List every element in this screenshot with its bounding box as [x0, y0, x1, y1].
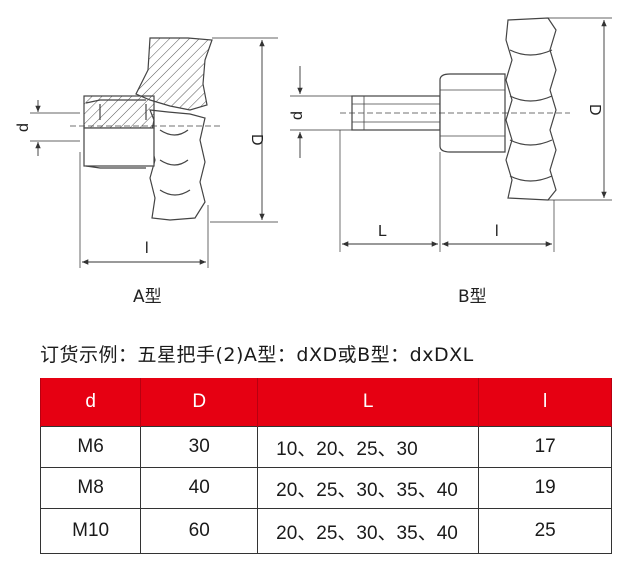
table-row: M6 30 10、20、25、30 17: [39, 426, 612, 468]
cell-L: 20、25、30、35、40: [257, 508, 480, 554]
dim-a-d-label: d: [15, 123, 32, 132]
cell-L: 10、20、25、30: [257, 426, 480, 468]
header-d: d: [39, 378, 142, 427]
cell-l: 19: [478, 467, 612, 509]
type-a-dimensions: [30, 37, 278, 265]
type-b-drawing: [340, 17, 570, 201]
cell-l: 25: [478, 508, 612, 554]
table-row: M8 40 20、25、30、35、40 19: [39, 467, 612, 509]
header-D: D: [140, 378, 259, 427]
technical-drawing: d D l A型 d D L l B型: [15, 17, 612, 307]
cell-D: 60: [140, 508, 259, 554]
dim-b-l-label: l: [495, 223, 499, 240]
table-row: M10 60 20、25、30、35、40 25: [39, 508, 612, 554]
cell-l: 17: [478, 426, 612, 468]
type-a-caption: A型: [133, 287, 162, 307]
cell-L: 20、25、30、35、40: [257, 467, 480, 509]
cell-D: 30: [140, 426, 259, 468]
dim-b-L-label: L: [378, 223, 387, 240]
type-a-drawing: [70, 37, 220, 268]
type-b-dimensions: [290, 17, 612, 252]
type-b-caption: B型: [458, 287, 487, 307]
cell-d: M6: [39, 426, 142, 468]
dim-b-D-label: D: [586, 104, 603, 116]
dim-a-D-label: D: [248, 134, 265, 146]
cell-D: 40: [140, 467, 259, 509]
dim-a-l-label: l: [145, 240, 149, 257]
dim-b-d-label: d: [289, 111, 306, 120]
cell-d: M10: [39, 508, 142, 554]
cell-d: M8: [39, 467, 142, 509]
table-header-row: d D L l: [39, 378, 612, 427]
header-L: L: [257, 378, 480, 427]
order-example: 订货示例：五星把手(2)A型：dXD或B型：dxDXL: [40, 344, 474, 366]
header-l: l: [478, 378, 612, 427]
spec-table: d D L l M6 30 10、20、25、30 17 M8 40 20、25…: [39, 378, 612, 554]
